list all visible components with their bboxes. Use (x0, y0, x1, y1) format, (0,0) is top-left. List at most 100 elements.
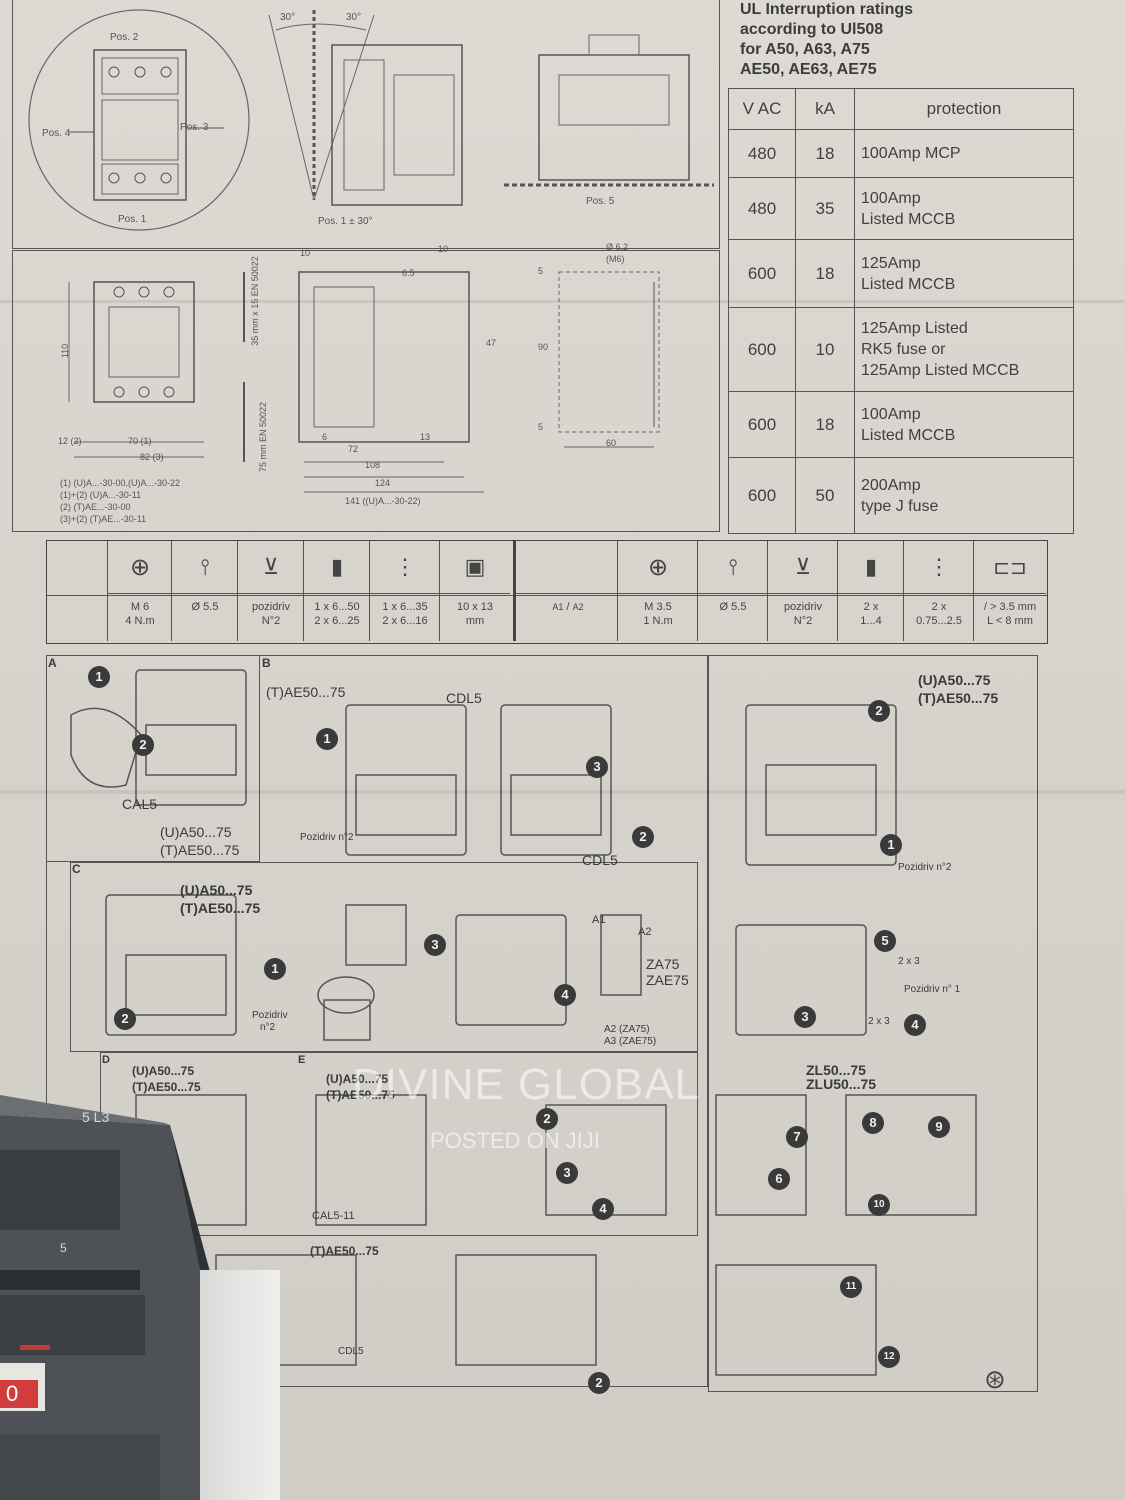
right1-model-1: (U)A50...75 (918, 672, 991, 688)
right1-model-2: (T)AE50...75 (918, 690, 999, 706)
dim-10b: 10 (438, 244, 449, 254)
protection-line: 125Amp Listed (861, 320, 968, 337)
step-4: 4 (592, 1198, 614, 1220)
mounting-positions-panel (12, 0, 720, 249)
dim-65: 6.5 (402, 268, 415, 278)
step-3: 3 (556, 1162, 578, 1184)
cell-protection: 100Amp MCP (854, 129, 1074, 178)
lug-icon: ▣ (464, 554, 486, 579)
pozidriv-icon: ⊻ (262, 554, 280, 579)
dimensions-drawing (68, 271, 660, 493)
dim-72: 72 (348, 444, 359, 454)
panel-c-model-1: (U)A50...75 (180, 882, 253, 898)
cell-vac: 600 (728, 457, 796, 534)
pos4-label: Pos. 4 (42, 128, 71, 139)
step-2: 2 (868, 700, 890, 722)
step-9: 9 (928, 1116, 950, 1138)
ratings-title-line: UL Interruption ratings (740, 1, 914, 18)
cell-ka: 18 (795, 129, 855, 178)
screwdriver-icon: ⫯ (200, 554, 210, 579)
panel-c-frame (70, 862, 698, 1052)
panel-c-a2: A2 (638, 926, 652, 938)
panel-c-a1: A1 (592, 914, 606, 926)
dim-note-3: (2) (T)AE...-30-00 (60, 502, 131, 512)
step-5: 5 (874, 930, 896, 952)
tool-label: N°2 (793, 615, 813, 627)
pos1-label: Pos. 1 (118, 214, 147, 225)
step-2: 2 (588, 1372, 610, 1394)
white-base-plate (200, 1270, 280, 1500)
step-7: 7 (786, 1126, 808, 1148)
dim-5a: 5 (538, 266, 544, 276)
cell-ka: 35 (795, 177, 855, 240)
hole-m-label: (M6) (606, 254, 625, 264)
coil-a1: A1 (552, 602, 564, 612)
mounting-positions-drawing (28, 9, 714, 231)
dim-10a: 10 (300, 248, 311, 258)
step-3: 3 (794, 1006, 816, 1028)
tool-label: Ø 5.5 (719, 601, 747, 613)
step-1: 1 (88, 666, 110, 688)
cell-ka: 10 (795, 307, 855, 392)
dim-82: 82 (3) (140, 452, 164, 462)
tool-label: 1 N.m (643, 615, 673, 627)
protection-line: Listed MCCB (861, 426, 956, 444)
dim-108: 108 (365, 460, 381, 470)
step-2: 2 (536, 1108, 558, 1130)
install-panel-left (46, 655, 708, 1387)
panel-a-model-2: (T)AE50...75 (160, 842, 240, 858)
panel-e-letter: E (298, 1054, 306, 1066)
panel-f-cdl: CDL5 (338, 1346, 364, 1357)
protection-line: 100Amp (861, 189, 921, 207)
angle-b-label: 30° (346, 12, 362, 23)
panel-d-model-2: (T)AE50...75 (132, 1080, 201, 1094)
dim-12: 12 (2) (58, 436, 82, 446)
tool-cell: ⫯ Ø 5.5 (171, 541, 238, 641)
step-1: 1 (316, 728, 338, 750)
pos3-label: Pos. 3 (180, 122, 209, 133)
panel-c-letter: C (72, 862, 81, 876)
tool-label: 1...4 (860, 615, 882, 627)
dim-note-1: (1) (U)A...-30-00,(U)A...-30-22 (60, 478, 181, 488)
table-row: 480 18 100Amp MCP (728, 129, 1074, 178)
wire-solid-icon: ▮ (864, 554, 878, 579)
tool-label: 2 x 6...16 (382, 615, 428, 627)
right3-zlu: ZLU50...75 (806, 1076, 877, 1092)
dim-note-4: (3)+(2) (T)AE...-30-11 (60, 514, 147, 524)
panel-a-cal: CAL5 (122, 796, 158, 812)
tool-label: 1 x 6...35 (382, 601, 428, 613)
pos2-label: Pos. 2 (110, 32, 139, 43)
tool-label: 4 N.m (125, 615, 155, 627)
step-2: 2 (114, 1008, 136, 1030)
panel-e-model-2: (T)AE50...75 (326, 1088, 395, 1102)
dim-13: 13 (420, 432, 431, 442)
dim-6: 6 (322, 432, 328, 442)
cell-ka: 50 (795, 457, 855, 534)
tool-label: Ø 5.5 (191, 601, 219, 613)
screwdriver-icon: ⫯ (728, 554, 738, 579)
strip-icon: ⊏⊐ (993, 556, 1027, 579)
dim-note-2: (1)+(2) (U)A...-30-11 (60, 490, 142, 500)
right1-pozidriv: Pozidriv n°2 (898, 862, 952, 873)
protection-line: 125Amp Listed MCCB (861, 362, 1020, 379)
panel-b-model: (T)AE50...75 (266, 684, 346, 700)
right2-pozidriv: Pozidriv n° 1 (904, 984, 961, 995)
rail35-label: 35 mm x 15 EN 50022 (249, 256, 260, 346)
panel-c-za: ZA75 (646, 956, 680, 972)
panel-b-letter: B (262, 656, 271, 670)
panel-c-model-2: (T)AE50...75 (180, 900, 261, 916)
protection-line: Listed MCCB (861, 275, 956, 293)
dim-90: 90 (538, 342, 549, 352)
dim-110: 110 (60, 343, 71, 359)
protection-line: 200Amp (861, 476, 921, 494)
